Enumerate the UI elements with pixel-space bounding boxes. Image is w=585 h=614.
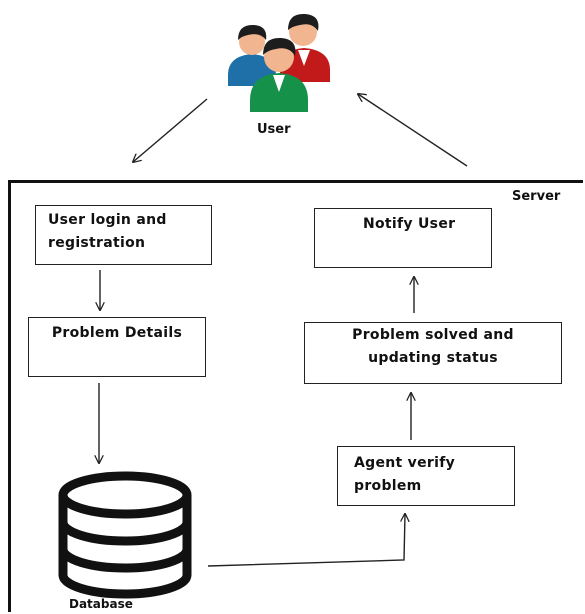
server-label: Server [512, 189, 561, 204]
database-icon [58, 471, 192, 599]
problem-details-box: Problem Details [28, 317, 206, 377]
user-login-registration-box: User login and registration [35, 205, 212, 265]
notify-user-box: Notify User [314, 208, 492, 268]
user-label: User [257, 122, 291, 137]
database-label: Database [69, 597, 133, 611]
agent-verify-box: Agent verify problem [337, 446, 515, 506]
arrow-user-to-server [133, 98, 208, 162]
arrow-server-to-user [358, 94, 468, 167]
users-group-icon [228, 13, 330, 112]
arrow-database-to-agent [207, 514, 405, 567]
server-frame [8, 180, 583, 612]
problem-solved-box: Problem solved and updating status [304, 322, 562, 384]
